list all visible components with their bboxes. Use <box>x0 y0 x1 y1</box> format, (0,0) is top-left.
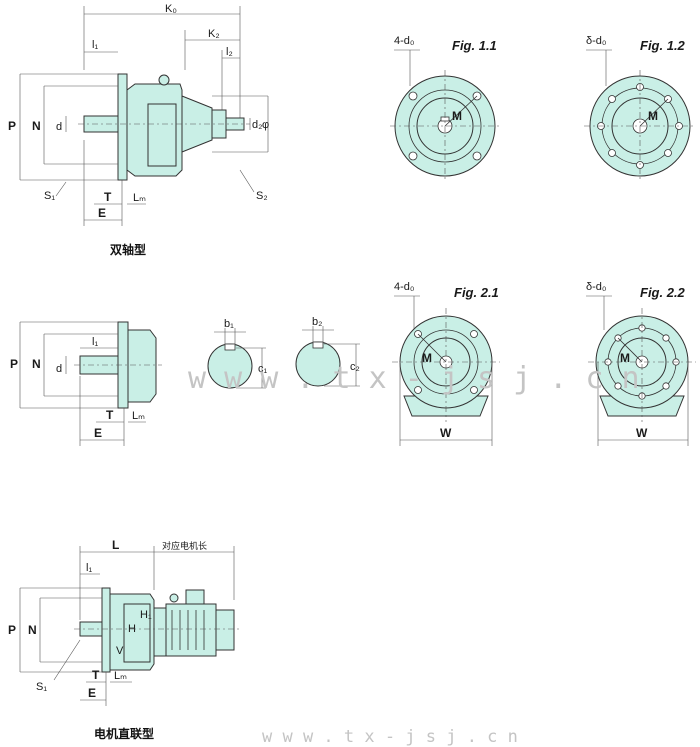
fig-2-2-M: M <box>620 351 630 365</box>
motor-fan-cover <box>215 609 235 651</box>
watermark-footer: w w w . t x - j s j . c n <box>262 727 518 747</box>
dim-T: T <box>92 668 100 682</box>
dim-c1: c₁ <box>258 363 268 375</box>
dim-T: T <box>104 190 112 204</box>
lifting-eye <box>169 593 179 603</box>
dim-d2: d₂ <box>252 119 262 131</box>
fig-1-1: Fig. 1.1 4-d₀ M <box>390 35 500 182</box>
fig-1-2-label: Fig. 1.2 <box>640 38 686 53</box>
double-shaft-reducer: K₀ K₂ l₁ l₂ P N d d₂ <box>8 3 269 257</box>
housing-inner-block <box>147 103 177 167</box>
housing-inner-block <box>123 603 151 663</box>
dim-Lm: Lₘ <box>133 192 146 204</box>
fig-2-1-M: M <box>422 351 432 365</box>
shaft-key-section-1: b₁ c₁ <box>207 318 268 389</box>
shaft-key-section-2: b₂ c₂ <box>295 316 360 387</box>
fig-1-1-holes: 4-d₀ <box>394 35 414 47</box>
motor-body <box>165 603 217 657</box>
dim-P: P <box>10 357 18 371</box>
fig-1-2-holes: δ-d₀ <box>586 35 606 47</box>
dim-l1: l₁ <box>92 336 98 348</box>
mounting-flange <box>117 73 128 181</box>
dim-S2: S₂ <box>256 190 268 202</box>
fig-2-1-holes: 4-d₀ <box>394 281 414 293</box>
fig-2-1-W: W <box>440 426 452 440</box>
dim-d: d <box>56 121 62 133</box>
dim-K2: K₂ <box>208 28 220 40</box>
fig-2-1: Fig. 2.1 4-d₀ M W <box>392 281 500 446</box>
dim-Lm: Lₘ <box>114 670 127 682</box>
dim-H1: H₁ <box>140 609 152 621</box>
fig-2-2: Fig. 2.2 δ-d₀ M W <box>586 281 696 446</box>
dim-c2: c₂ <box>350 361 360 373</box>
reducer-housing <box>127 329 157 403</box>
dim-S1: S₁ <box>36 681 47 693</box>
tapered-casing <box>181 95 213 153</box>
dim-l1: l₁ <box>86 562 92 574</box>
fig-1-2: Fig. 1.2 δ-d₀ M <box>584 35 696 182</box>
dim-P: P <box>8 623 16 637</box>
dim-E: E <box>94 426 102 440</box>
fig-2-2-label: Fig. 2.2 <box>640 285 686 300</box>
dim-b1: b₁ <box>224 318 234 330</box>
terminal-box <box>185 589 205 605</box>
lifting-eye <box>158 74 170 86</box>
dim-N: N <box>32 119 41 133</box>
fig-2-2-W: W <box>636 426 648 440</box>
fig-1-1-M: M <box>452 109 462 123</box>
flange-reducer: P N d l₁ T Lₘ E <box>10 321 162 446</box>
dim-N: N <box>28 623 37 637</box>
dim-L: L <box>112 538 119 552</box>
dim-E: E <box>88 686 96 700</box>
dim-N: N <box>32 357 41 371</box>
dim-phi: φ <box>262 119 269 131</box>
dim-V: V <box>116 645 124 657</box>
dim-motor-length: 对应电机长 <box>162 540 207 551</box>
dim-T: T <box>106 408 114 422</box>
mounting-flange <box>101 587 111 673</box>
fig-1-2-M: M <box>648 109 658 123</box>
fig-2-2-holes: δ-d₀ <box>586 281 606 293</box>
dim-K0: K₀ <box>165 3 177 15</box>
dim-S1: S₁ <box>44 190 55 202</box>
motor-direct-reducer: L 对应电机长 l₁ H₁ H V P N S₁ T <box>8 538 240 741</box>
dim-l1: l₁ <box>92 39 98 51</box>
fig-2-1-label: Fig. 2.1 <box>454 285 499 300</box>
dim-E: E <box>98 206 106 220</box>
dim-P: P <box>8 119 16 133</box>
dim-l2: l₂ <box>226 46 233 58</box>
dim-Lm: Lₘ <box>132 410 145 422</box>
dim-d: d <box>56 363 62 375</box>
fig-1-1-label: Fig. 1.1 <box>452 38 497 53</box>
caption-double-shaft: 双轴型 <box>110 242 146 257</box>
caption-motor-direct: 电机直联型 <box>94 726 154 741</box>
watermark-center: w w w . t x - j s j . c n <box>188 361 640 396</box>
dim-b2: b₂ <box>312 316 322 328</box>
adapter <box>153 607 167 657</box>
